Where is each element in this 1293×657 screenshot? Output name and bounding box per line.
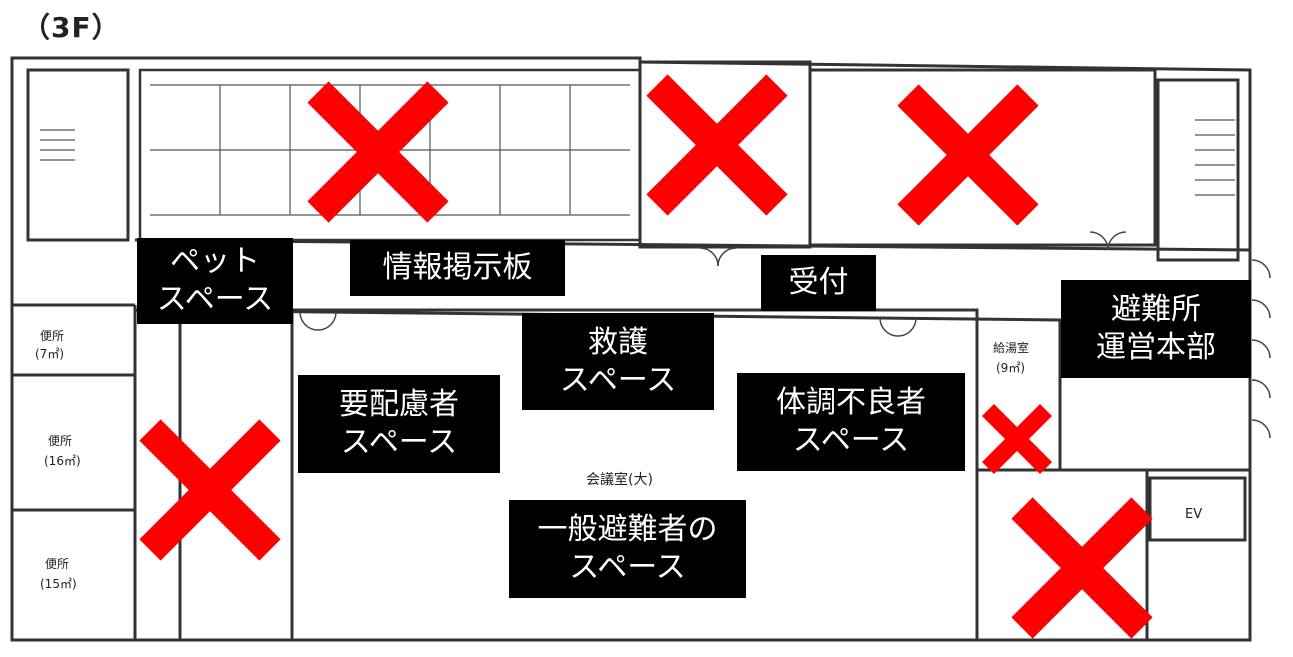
info-board-label: 情報掲示板 (350, 240, 565, 296)
unwell-label: 体調不良者 スペース (737, 373, 965, 471)
pet-space-label: ペット スペース (137, 238, 293, 324)
toilet-3-text: 便所 (45, 557, 69, 571)
cross-mark-5 (981, 403, 1053, 475)
room-large-text: 会議室(大) (586, 471, 653, 488)
toilet-1-area-text: (7㎡) (35, 347, 64, 361)
cross-mark-1 (307, 81, 449, 223)
cross-mark-3 (897, 84, 1039, 226)
floor-label: （3F） (22, 11, 121, 44)
ev-text: EV (1185, 507, 1202, 522)
toilet-3-area-text: (15㎡) (40, 577, 77, 591)
kitchen-text: 給湯室 (993, 340, 1029, 355)
reception-label: 受付 (761, 255, 876, 311)
hq-label: 避難所 運営本部 (1061, 280, 1251, 378)
doors (299, 231, 1271, 439)
cross-marks (139, 74, 1153, 639)
toilet-1-text: 便所 (40, 329, 64, 343)
walls (10, 56, 1252, 642)
cross-mark-4 (139, 419, 281, 561)
cross-mark-6 (1011, 497, 1153, 639)
kitchen-area-text: (9㎡) (996, 361, 1025, 375)
rescue-label: 救護 スペース (522, 313, 714, 410)
special-needs-label: 要配慮者 スペース (298, 375, 500, 473)
stairs (40, 119, 1235, 196)
toilet-2-area-text: (16㎡) (44, 454, 81, 468)
cross-mark-2 (646, 74, 788, 216)
general-label: 一般避難者の スペース (509, 500, 746, 598)
toilet-2-text: 便所 (48, 434, 72, 448)
